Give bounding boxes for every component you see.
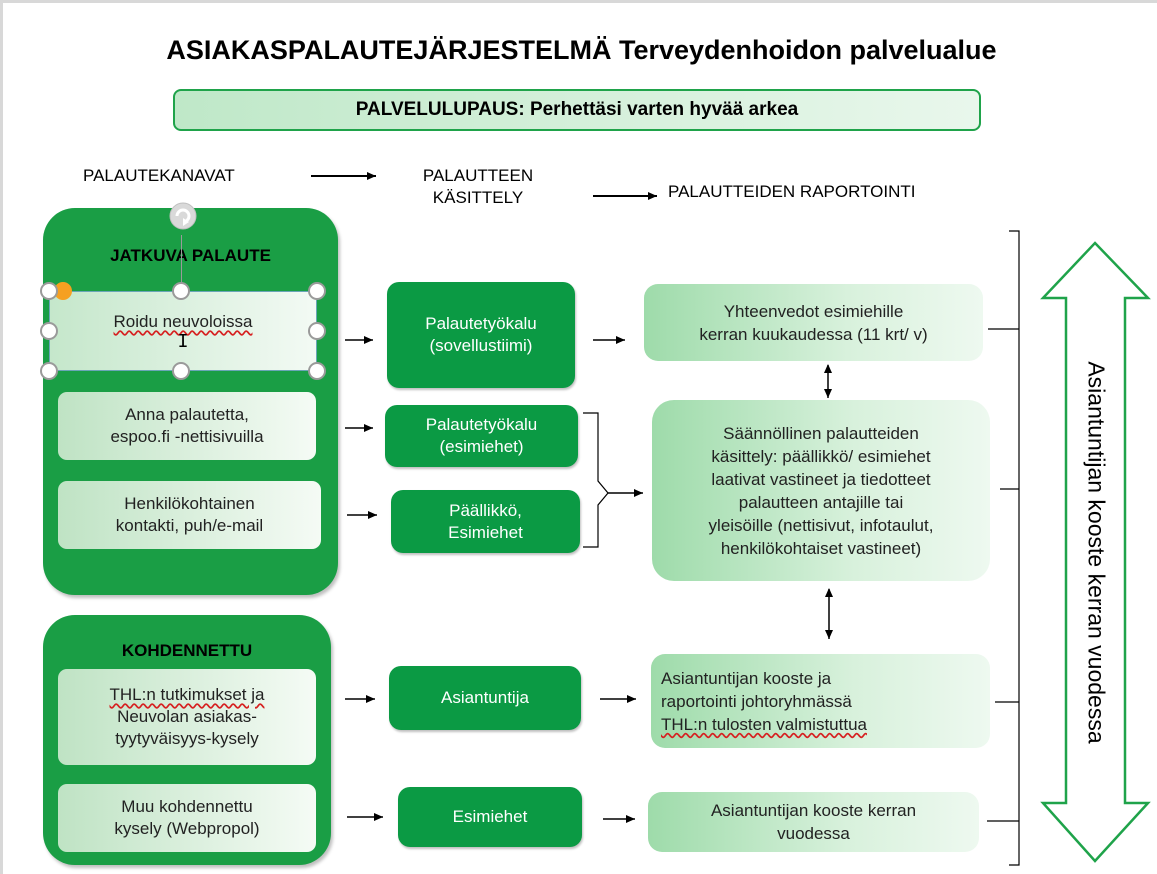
handling-managers[interactable]: Esimiehet: [398, 787, 582, 847]
report-monthly-summaries[interactable]: Yhteenvedot esimiehille kerran kuukaudes…: [644, 284, 983, 361]
other-survey-line2-text: kysely (Webpropol): [114, 819, 260, 838]
rotate-handle-icon[interactable]: [166, 199, 200, 233]
feedback-channel-thl-surveys[interactable]: THL:n tutkimukset ja Neuvolan asiakas- t…: [58, 669, 316, 765]
text-cursor-icon: I: [177, 331, 189, 352]
channel-website-line2: espoo.fi -nettisivuilla: [110, 427, 264, 446]
thl-line3: tyytyväisyys-kysely: [115, 729, 259, 748]
report-regular-line1: Säännöllinen palautteiden: [723, 423, 919, 443]
resize-handle-icon[interactable]: [308, 282, 326, 300]
report-monthly-line1: Yhteenvedot esimiehille: [723, 301, 904, 321]
handling-feedback-tool-managers[interactable]: Palautetyökalu (esimiehet): [385, 405, 578, 467]
handling-tool-mgr-line2: (esimiehet): [439, 437, 524, 456]
handling-tool-line2: (sovellustiimi): [429, 336, 533, 355]
service-promise-box[interactable]: PALVELULUPAUS: Perhettäsi varten hyvää a…: [173, 89, 981, 131]
rotation-handle-line: [181, 235, 182, 291]
handling-managers-text: Esimiehet: [452, 807, 528, 826]
targeted-feedback-title: KOHDENNETTU: [121, 641, 253, 660]
resize-handle-icon[interactable]: [308, 362, 326, 380]
resize-handle-icon[interactable]: [40, 282, 58, 300]
feedback-channel-personal-contact[interactable]: Henkilökohtainen kontakti, puh/e-mail: [58, 481, 321, 549]
report-annual-summary[interactable]: Asiantuntijan kooste kerran vuodessa: [648, 792, 979, 852]
header-handling-line1: PALAUTTEEN: [422, 166, 534, 185]
channel-neuvola-text: Roidu neuvoloissa: [113, 312, 253, 331]
report-expert-line2: raportointi johtoryhmässä: [661, 691, 852, 711]
service-promise-text: PALVELULUPAUS: Perhettäsi varten hyvää a…: [355, 99, 799, 120]
handling-chief-line2: Esimiehet: [448, 522, 523, 542]
channel-website-line1: Anna palautetta,: [125, 405, 249, 424]
report-annual-line1: Asiantuntijan kooste kerran: [710, 801, 917, 820]
channel-neuvola-label: Roidu neuvoloissa: [114, 311, 253, 333]
feedback-channel-website[interactable]: Anna palautetta, espoo.fi -nettisivuilla: [58, 392, 316, 460]
header-reporting: PALAUTTEIDEN RAPORTOINTI: [668, 182, 916, 201]
report-expert-line3-text: THL:n tulosten valmistuttua: [661, 714, 867, 734]
report-regular-line4: palautteen antajille tai: [738, 492, 904, 512]
resize-handle-icon[interactable]: [172, 282, 190, 300]
resize-handle-icon[interactable]: [40, 322, 58, 340]
report-annual-line2: vuodessa: [777, 824, 850, 843]
slide-title: ASIAKASPALAUTEJÄRJESTELMÄ Terveydenhoido…: [166, 35, 997, 65]
report-regular-line6: henkilökohtaiset vastineet): [720, 538, 922, 558]
handling-chief-managers[interactable]: Päällikkö, Esimiehet: [391, 490, 580, 553]
report-regular-line5: yleisöille (nettisivut, infotaulut,: [708, 515, 934, 535]
resize-handle-icon[interactable]: [308, 322, 326, 340]
connector-arrows: [311, 172, 1151, 866]
feedback-channel-other-survey[interactable]: Muu kohdennettu kysely (Webpropol): [58, 784, 316, 852]
resize-handle-icon[interactable]: [172, 362, 190, 380]
side-label-wrapper: Asiantuntijan kooste kerran vuodessa: [816, 272, 1157, 832]
thl-line2: Neuvolan asiakas-: [117, 707, 257, 726]
reporting-bracket: [1009, 230, 1020, 866]
handling-feedback-tool-app-team[interactable]: Palautetyökalu (sovellustiimi): [387, 282, 575, 388]
annual-expert-summary-label: Asiantuntijan kooste kerran vuodessa: [1083, 360, 1110, 744]
report-expert-line1: Asiantuntijan kooste ja: [661, 668, 832, 688]
channel-contact-line2: kontakti, puh/e-mail: [115, 516, 264, 535]
resize-handle-icon[interactable]: [40, 362, 58, 380]
thl-line1: THL:n tutkimukset ja: [110, 684, 265, 706]
handling-chief-line1: Päällikkö,: [449, 500, 522, 520]
header-handling: PALAUTTEEN KÄSITTELY: [398, 165, 558, 209]
header-handling-line2: KÄSITTELY: [432, 188, 524, 207]
annual-summary-double-arrow: [1040, 241, 1151, 863]
other-survey-line2: kysely (Webpropol): [114, 818, 259, 840]
report-expert-line3: THL:n tulosten valmistuttua: [661, 713, 867, 736]
report-regular-line3: laativat vastineet ja tiedotteet: [711, 469, 931, 489]
handling-expert-text: Asiantuntija: [441, 688, 529, 707]
thl-line1-text: THL:n tutkimukset ja: [109, 685, 265, 704]
header-channels: PALAUTEKANAVAT: [83, 166, 235, 185]
channel-contact-line1: Henkilökohtainen: [124, 494, 255, 513]
handling-tool-mgr-line1: Palautetyökalu: [425, 415, 538, 434]
report-regular-handling[interactable]: Säännöllinen palautteiden käsittely: pää…: [652, 400, 990, 581]
handling-expert[interactable]: Asiantuntija: [389, 666, 581, 730]
other-survey-line1: Muu kohdennettu: [121, 797, 253, 816]
report-expert-summary[interactable]: Asiantuntijan kooste ja raportointi joht…: [651, 654, 990, 748]
report-regular-line2: käsittely: päällikkö/ esimiehet: [711, 446, 931, 466]
handling-tool-line1: Palautetyökalu: [425, 314, 537, 333]
report-monthly-line2: kerran kuukaudessa (11 krt/ v): [699, 324, 928, 344]
continuous-feedback-title: JATKUVA PALAUTE: [110, 246, 271, 265]
handling-bracket: [583, 412, 609, 548]
